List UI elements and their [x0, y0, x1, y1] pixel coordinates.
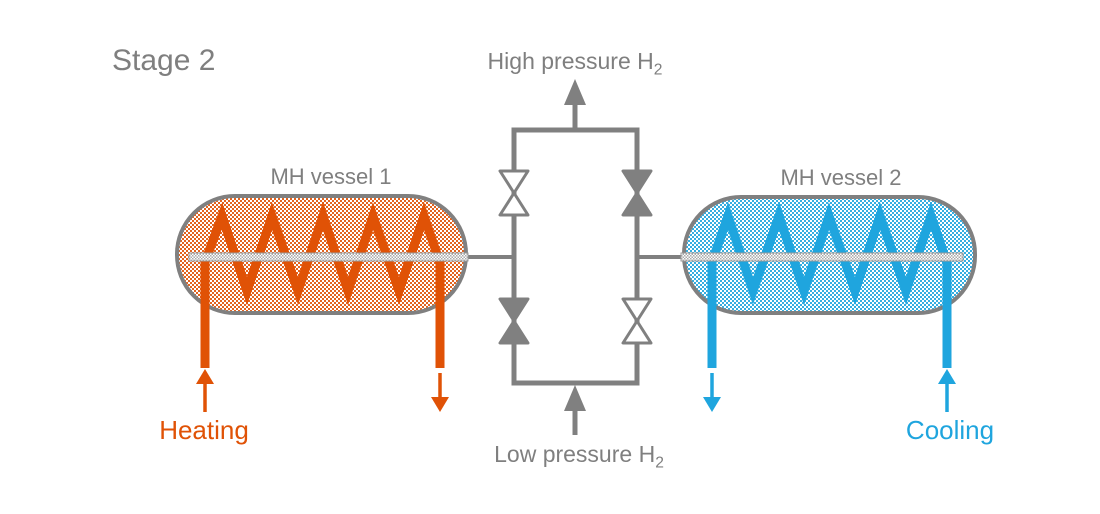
- mh-vessel-1: [175, 194, 469, 368]
- low-pressure-text: Low pressure H: [494, 441, 656, 467]
- high-pressure-text: High pressure H: [487, 48, 654, 74]
- low-pressure-subscript: 2: [655, 454, 664, 472]
- vessel-2-gas-tube: [680, 252, 964, 262]
- mh-vessel-2-label: MH vessel 2: [780, 165, 902, 190]
- cooling-inlet-arrow-up-icon: [938, 369, 956, 412]
- valve-bottom-right-icon: [621, 297, 653, 345]
- cooling-label: Cooling: [905, 415, 995, 445]
- valve-bottom-left-icon: [498, 297, 530, 345]
- mh-vessel-1-label: MH vessel 1: [270, 164, 392, 189]
- heating-outlet-arrow-down-icon: [431, 373, 449, 412]
- low-pressure-arrow-up-icon: [564, 385, 586, 435]
- heating-label: Heating: [159, 415, 249, 445]
- high-pressure-label: High pressure H2: [488, 50, 663, 78]
- valve-top-left-icon: [498, 169, 530, 217]
- manifold-pipe-loop: [511, 127, 640, 386]
- heating-coil: [200, 201, 445, 368]
- high-pressure-arrow-up-icon: [564, 79, 586, 131]
- mh-vessel-2: [680, 195, 977, 368]
- stage-title: Stage 2: [112, 44, 216, 77]
- cooling-outlet-arrow-down-icon: [703, 373, 721, 412]
- heating-inlet-arrow-up-icon: [196, 369, 214, 412]
- cooling-coil: [707, 201, 952, 368]
- high-pressure-subscript: 2: [653, 61, 663, 79]
- valve-top-right-icon: [621, 169, 653, 217]
- low-pressure-label: Low pressure H2: [494, 443, 664, 471]
- vessel-1-gas-tube: [188, 252, 469, 262]
